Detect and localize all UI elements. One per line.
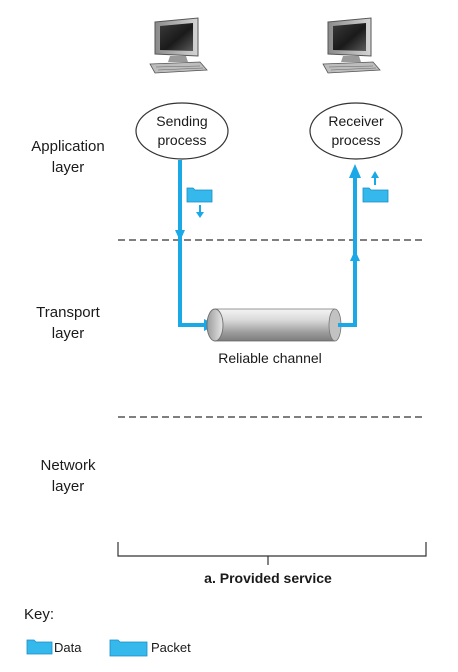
receiver-computer-icon [322,17,381,74]
key-data-label: Data [54,640,82,655]
transport-layer-line2: layer [51,325,85,342]
service-bracket [117,542,427,557]
boundary-crossing-arrow-up [350,250,360,261]
boundary-crossing-arrow-down [175,230,185,241]
receiver-process-line2: process [331,132,381,148]
application-layer-line2: layer [51,159,85,176]
sending-process-ellipse [135,102,229,160]
sending-process-line2: process [157,132,207,148]
application-layer-line1: Application [31,138,105,155]
transport-layer-line1: Transport [36,304,100,321]
reliable-channel-pipe [206,308,342,342]
key-packet-swatch [109,639,148,657]
figure-caption: a. Provided service [204,570,332,586]
receiver-process-ellipse [309,102,403,160]
sending-process-line1: Sending [156,113,208,129]
receiver-data-icon [362,171,389,203]
application-layer-label: Application layer [10,136,126,178]
sender-computer-icon [149,17,208,74]
key-data-swatch [26,639,53,655]
receiver-flow-line [338,178,357,327]
reliable-channel-label: Reliable channel [218,350,322,366]
network-layer-line2: layer [51,478,85,495]
key-title: Key: [24,606,55,623]
receiver-flow-arrowhead [349,164,361,178]
network-layer-label: Network layer [10,455,126,497]
network-layer-line1: Network [40,457,96,474]
sender-flow-line [178,160,206,327]
receiver-process-label: Receiver process [310,112,402,150]
transport-layer-label: Transport layer [10,302,126,344]
key-packet-label: Packet [151,640,191,655]
receiver-process-line1: Receiver [328,113,384,129]
sending-process-label: Sending process [136,112,228,150]
sender-data-icon [186,187,213,218]
